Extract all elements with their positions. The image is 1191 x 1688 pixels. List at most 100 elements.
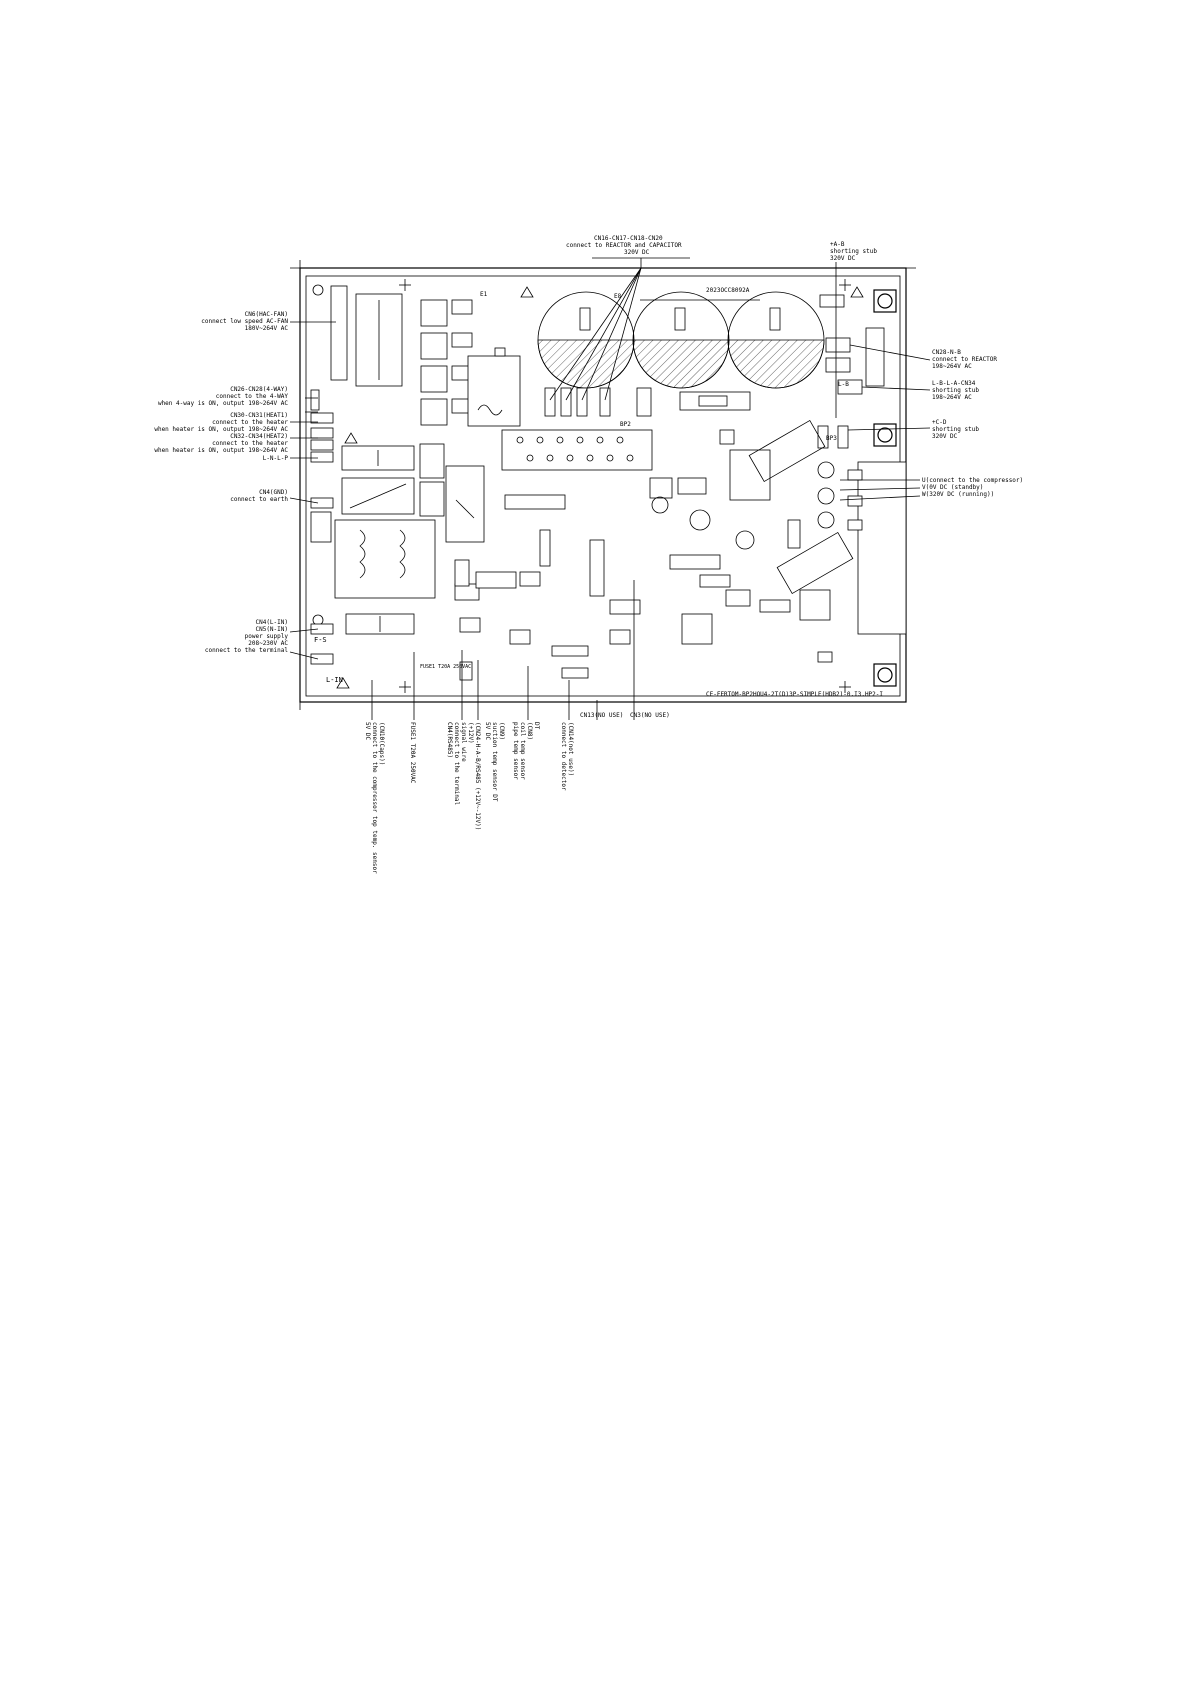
- crosshair-icon: [399, 279, 851, 693]
- svg-text:180V~264V AC: 180V~264V AC: [245, 325, 289, 332]
- svg-text:CN30-CN31(HEAT1): CN30-CN31(HEAT1): [230, 412, 288, 419]
- warning-triangle-icon: [336, 286, 864, 689]
- svg-text:CN4(GND): CN4(GND): [259, 489, 288, 496]
- svg-text:shorting stub: shorting stub: [932, 387, 979, 394]
- label-bottom-detector: connect to detector (CN14(not use)): [560, 722, 574, 791]
- svg-text:+C-D: +C-D: [932, 419, 947, 426]
- label-left-heat2: CN32-CN34(HEAT2) connect to the heater w…: [154, 433, 288, 454]
- svg-text:suction temp sensor DT: suction temp sensor DT: [491, 722, 498, 802]
- svg-text:signal wire: signal wire: [460, 722, 467, 762]
- silk-l-in: L-IN: [326, 676, 343, 684]
- label-right-compressor: U(connect to the compressor) V(0V DC (st…: [922, 477, 1023, 498]
- silk-bp3: BP3: [826, 435, 837, 442]
- ipm-module: [501, 429, 653, 471]
- svg-text:shorting stub: shorting stub: [830, 248, 877, 255]
- svg-text:connect to the compressor top: connect to the compressor top temp. sens…: [371, 722, 378, 874]
- board-part-number: CE-FERTOM-BP2HOU4-2T(D)3P-SIMPLE(HDB2)-0…: [706, 691, 883, 698]
- svg-text:CN6(HAC-FAN): CN6(HAC-FAN): [245, 311, 288, 318]
- svg-text:(CN9): (CN9): [498, 722, 505, 740]
- mounting-hole-icon: [312, 284, 897, 687]
- svg-text:208~230V AC: 208~230V AC: [248, 640, 288, 647]
- label-top-right: +A-B shorting stub 320V DC: [830, 241, 877, 262]
- svg-text:CN13(NO USE): CN13(NO USE): [580, 712, 623, 719]
- svg-text:connect to the heater: connect to the heater: [212, 440, 288, 447]
- label-left-power: CN4(L-IN) CN5(N-IN) power supply 208~230…: [205, 619, 288, 654]
- svg-text:W(320V DC (running)): W(320V DC (running)): [922, 491, 994, 498]
- svg-text:pipe temp sensor: pipe temp sensor: [512, 722, 519, 780]
- svg-text:(+12V): (+12V): [467, 722, 474, 744]
- label-bottom-cn3: CN3(NO USE): [630, 712, 670, 719]
- svg-text:CN32-CN34(HEAT2): CN32-CN34(HEAT2): [230, 433, 288, 440]
- svg-text:198~264V AC: 198~264V AC: [932, 394, 972, 401]
- svg-text:(CN10(Caps)): (CN10(Caps)): [378, 722, 385, 765]
- silk-f-s: F-S: [314, 636, 327, 644]
- svg-text:320V DC: 320V DC: [624, 249, 650, 256]
- svg-text:(CN14(not use)): (CN14(not use)): [567, 722, 574, 776]
- svg-text:DT: DT: [533, 722, 540, 730]
- svg-text:CN5(N-IN): CN5(N-IN): [255, 626, 288, 633]
- svg-text:L-N-L-P: L-N-L-P: [263, 455, 289, 462]
- silk-bp2: BP2: [620, 421, 631, 428]
- label-top-center: CN16-CN17-CN18-CN20 connect to REACTOR a…: [566, 235, 682, 256]
- silk-fuse: FUSE1 T20A 250VAC: [420, 664, 471, 670]
- svg-text:L-B-L-A-CN34: L-B-L-A-CN34: [932, 380, 976, 387]
- filter-components: [310, 443, 485, 635]
- silk-e8: E8: [614, 293, 622, 300]
- label-right-cd: +C-D shorting stub 320V DC: [932, 419, 979, 440]
- label-right-reactor: CN28-N-B connect to REACTOR 198~264V AC: [932, 349, 997, 370]
- svg-text:CN16-CN17-CN18-CN20: CN16-CN17-CN18-CN20: [594, 235, 663, 242]
- svg-text:5V DC: 5V DC: [364, 722, 371, 740]
- svg-text:shorting stub: shorting stub: [932, 426, 979, 433]
- svg-text:CN26-CN28(4-WAY): CN26-CN28(4-WAY): [230, 386, 288, 393]
- left-connectors: [310, 389, 334, 665]
- svg-text:(CN24-H-A-B/RS485 (+12V~-12V)): (CN24-H-A-B/RS485 (+12V~-12V)): [474, 722, 481, 830]
- svg-text:connect to REACTOR and CAPACIT: connect to REACTOR and CAPACITOR: [566, 242, 682, 249]
- silk-e1: E1: [480, 291, 488, 298]
- bridge-rectifier: [467, 347, 521, 427]
- svg-text:connect to detector: connect to detector: [560, 722, 567, 791]
- silk-l-b: L-B: [838, 381, 849, 388]
- svg-text:connect to REACTOR: connect to REACTOR: [932, 356, 997, 363]
- label-bottom-cn13: CN13(NO USE): [580, 712, 623, 719]
- logic-area: [454, 429, 791, 681]
- label-left-heat1: CN30-CN31(HEAT1) connect to the heater w…: [154, 412, 288, 433]
- svg-text:V(0V DC (standby): V(0V DC (standby): [922, 484, 983, 491]
- label-bottom-rs485: CN4(RS485) connect to the terminal signa…: [446, 722, 481, 830]
- board-revision: 2023OCC8092A: [706, 287, 750, 294]
- svg-text:CN4(L-IN): CN4(L-IN): [255, 619, 288, 626]
- svg-text:198~264V AC: 198~264V AC: [932, 363, 972, 370]
- svg-text:5V DC: 5V DC: [484, 722, 491, 740]
- label-left-4way: CN26-CN28(4-WAY) connect to the 4-WAY wh…: [158, 386, 288, 407]
- capacitor-array: [537, 291, 845, 389]
- svg-text:connect low speed AC-FAN: connect low speed AC-FAN: [201, 318, 288, 325]
- svg-text:when heater is ON, output 198~: when heater is ON, output 198~264V AC: [154, 426, 288, 433]
- svg-text:coil temp sensor: coil temp sensor: [519, 722, 526, 780]
- svg-text:connect to the 4-WAY: connect to the 4-WAY: [216, 393, 289, 400]
- svg-text:CN3(NO USE): CN3(NO USE): [630, 712, 670, 719]
- label-left-gnd: CN4(GND) connect to earth: [230, 489, 288, 503]
- svg-text:CN28-N-B: CN28-N-B: [932, 349, 961, 356]
- label-left-fan: CN6(HAC-FAN) connect low speed AC-FAN 18…: [201, 311, 288, 332]
- label-bottom-fuse: FUSE1 T20A 250VAC: [409, 722, 416, 784]
- svg-text:connect to earth: connect to earth: [230, 496, 288, 503]
- svg-text:+A-B: +A-B: [830, 241, 845, 248]
- svg-text:when heater is ON, output 198~: when heater is ON, output 198~264V AC: [154, 447, 288, 454]
- svg-text:connect to the terminal: connect to the terminal: [205, 647, 288, 654]
- svg-text:connect to the heater: connect to the heater: [212, 419, 288, 426]
- label-bottom-top-temp: 5V DC connect to the compressor top temp…: [364, 722, 385, 874]
- label-bottom-pipe-temp: pipe temp sensor coil temp sensor (CN8) …: [512, 722, 540, 780]
- svg-text:U(connect to the compressor): U(connect to the compressor): [922, 477, 1023, 484]
- label-right-lb: L-B-L-A-CN34 shorting stub 198~264V AC: [932, 380, 979, 401]
- svg-text:when 4-way is ON, output 198~2: when 4-way is ON, output 198~264V AC: [158, 400, 288, 407]
- compressor-area: [748, 327, 907, 663]
- svg-text:CN4(RS485): CN4(RS485): [446, 722, 453, 758]
- reactor-connectors: [544, 387, 751, 417]
- svg-text:(CN8): (CN8): [526, 722, 533, 740]
- label-bottom-suction: 5V DC suction temp sensor DT (CN9): [484, 722, 505, 802]
- label-left-lnlp: L-N-L-P: [263, 455, 289, 462]
- svg-text:320V DC: 320V DC: [830, 255, 856, 262]
- svg-text:power supply: power supply: [245, 633, 289, 640]
- relay-bank: [330, 285, 473, 426]
